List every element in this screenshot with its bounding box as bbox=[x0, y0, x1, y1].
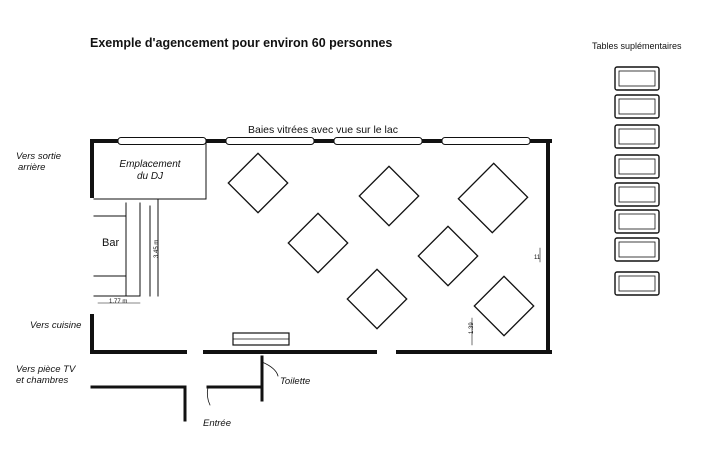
dj-area-label: Emplacement du DJ bbox=[119, 159, 181, 182]
corridor-walls bbox=[90, 355, 264, 422]
tv-room-label: Vers pièce TV et chambres bbox=[16, 364, 76, 386]
dj-area bbox=[93, 142, 207, 200]
entrance-label: Entrée bbox=[203, 418, 231, 429]
windows-label: Baies vitrées avec vue sur le lac bbox=[248, 124, 398, 136]
window-panes bbox=[117, 137, 531, 145]
room-right-dimension: 11 bbox=[534, 255, 541, 261]
toilet-door bbox=[206, 361, 279, 406]
bar-width-dimension: 1.77 m bbox=[109, 299, 128, 305]
room-tables bbox=[227, 152, 535, 337]
bar-area bbox=[93, 198, 159, 304]
extra-tables bbox=[614, 66, 660, 296]
bar-label: Bar bbox=[102, 237, 120, 249]
extra-tables-title: Tables suplémentaires bbox=[592, 41, 682, 51]
rear-exit-label: Vers sortie arrière bbox=[16, 151, 62, 173]
plan-title: Exemple d'agencement pour environ 60 per… bbox=[90, 36, 393, 50]
kitchen-label: Vers cuisine bbox=[30, 320, 82, 331]
toilet-label: Toilette bbox=[280, 376, 311, 387]
